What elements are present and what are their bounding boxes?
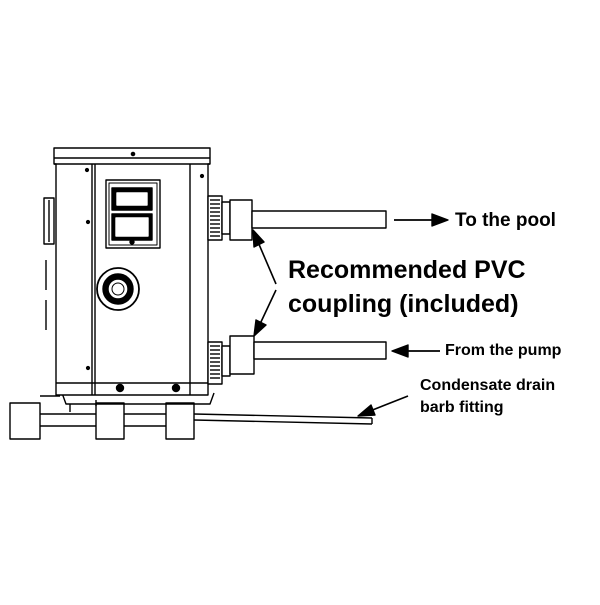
arrow-pvc-lower xyxy=(253,289,277,337)
label-coupling-included: coupling (included) xyxy=(288,290,519,318)
label-barb-fitting: barb fitting xyxy=(420,399,504,416)
label-from-the-pump: From the pump xyxy=(445,342,562,359)
label-condensate-drain: Condensate drain xyxy=(420,377,556,394)
outlet-fitting xyxy=(207,195,253,241)
control-panel xyxy=(105,179,161,249)
label-recommended-pvc: Recommended PVC xyxy=(288,256,526,284)
arrow-pvc-upper xyxy=(252,229,277,285)
label-to-the-pool: To the pool xyxy=(455,210,556,231)
arrow-drain xyxy=(357,395,409,417)
base-stand xyxy=(9,392,373,440)
arrow-from-pump xyxy=(391,344,440,358)
heat-pump-cabinet xyxy=(53,147,211,396)
arrow-to-pool xyxy=(394,213,449,227)
outlet-pipe xyxy=(251,210,387,229)
side-vent xyxy=(43,197,55,330)
front-gauge xyxy=(96,267,140,311)
inlet-pipe xyxy=(253,341,387,360)
inlet-fitting xyxy=(207,335,255,385)
